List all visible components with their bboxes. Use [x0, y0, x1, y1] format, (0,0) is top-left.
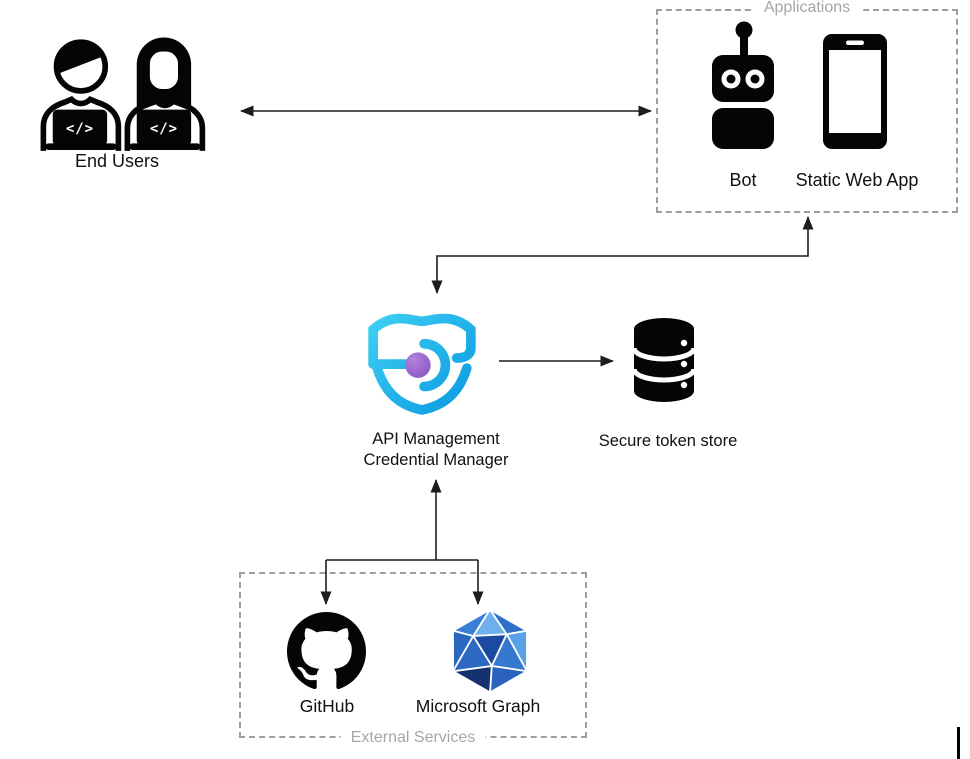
bot-antenna-ball	[735, 21, 753, 39]
api-management-label-line2: Credential Manager	[363, 450, 509, 469]
api-management-label: API Management Credential Manager	[330, 429, 542, 470]
database-dot	[680, 360, 688, 368]
external-services-group-label: External Services	[340, 729, 486, 747]
end-users-label: End Users	[74, 151, 160, 171]
applications-group-label: Applications	[753, 0, 861, 17]
bot-antenna-stem	[740, 33, 748, 57]
bot-label: Bot	[729, 170, 757, 190]
api-management-label-line1: API Management	[372, 430, 500, 448]
github-octocat-mark	[287, 612, 366, 690]
shield-top-outline	[368, 313, 476, 369]
male-hair	[55, 40, 104, 74]
shield-bottom-outline	[372, 363, 472, 415]
phone-screen	[829, 50, 881, 133]
laptop-base	[129, 143, 201, 150]
secure-token-store-label: Secure token store	[598, 432, 738, 450]
laptop-screen	[52, 109, 108, 146]
database-separator	[631, 347, 697, 362]
bot-icon	[712, 21, 774, 149]
developer-male-icon: </>	[40, 39, 122, 151]
bot-pupil-right	[750, 74, 760, 84]
microsoft-graph-icon	[452, 608, 528, 694]
shield-swirl-arc	[419, 338, 451, 392]
developer-female-icon: </>	[124, 37, 206, 151]
database-separator	[631, 368, 697, 383]
graph-facet	[452, 635, 493, 673]
laptop-code-glyph: </>	[150, 121, 178, 137]
applications-apim-arrow	[431, 216, 814, 294]
database-icon	[631, 318, 697, 402]
laptop-base	[45, 143, 117, 150]
shield-purple-dot	[405, 352, 431, 378]
laptop-screen	[136, 109, 192, 146]
microsoft-graph-label: Microsoft Graph	[415, 696, 541, 716]
applications-group-box: Applications	[656, 0, 958, 213]
database-dot	[680, 339, 688, 347]
laptop-code-glyph: </>	[66, 121, 94, 137]
smartphone-icon	[823, 34, 887, 149]
female-face	[149, 51, 178, 89]
right-edge-line	[957, 727, 960, 759]
database-dot	[680, 381, 688, 389]
github-icon	[287, 612, 366, 690]
bot-pupil-left	[726, 74, 736, 84]
external-services-group-box: External Services	[239, 572, 587, 747]
bot-head	[712, 55, 774, 102]
phone-speaker	[846, 40, 864, 45]
api-management-shield-icon	[368, 313, 476, 415]
graph-facet	[489, 665, 528, 694]
github-label: GitHub	[299, 696, 355, 716]
bot-body	[712, 108, 774, 149]
static-web-app-label: Static Web App	[795, 170, 919, 190]
